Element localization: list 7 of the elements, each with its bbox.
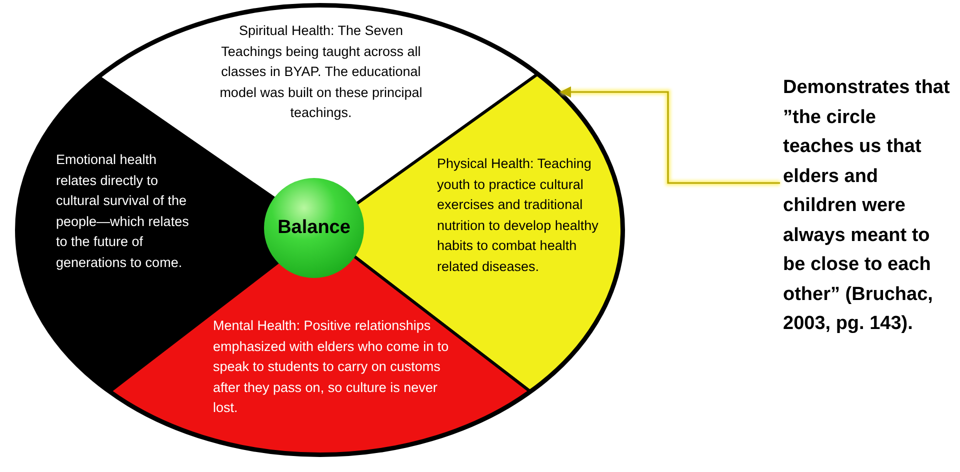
quote-text: Demonstrates that ”the circle teaches us that elders and children were always meant to be close to each other” (Bruchac, 2003, pg. 143). xyxy=(783,73,951,338)
sector-text: Physical Health: Teaching youth to practice cultural exercises and traditional nutrition to develop healthy habits to combat health related diseases. xyxy=(437,154,615,277)
arrow xyxy=(560,86,780,186)
medicine-wheel xyxy=(14,2,626,458)
sector-text: Spiritual Health: The Seven Teachings being taught across all classes in BYAP. The educational model was built on these principal teachings. xyxy=(208,21,434,124)
sector-text: Mental Health: Positive relationships emphasized with elders who come in to speak to students to carry on customs after they pass on, so culture is never lost. xyxy=(213,316,453,418)
sector-text: Emotional health relates directly to cultural survival of the people—which relates to the future of generations to come. xyxy=(56,150,196,273)
